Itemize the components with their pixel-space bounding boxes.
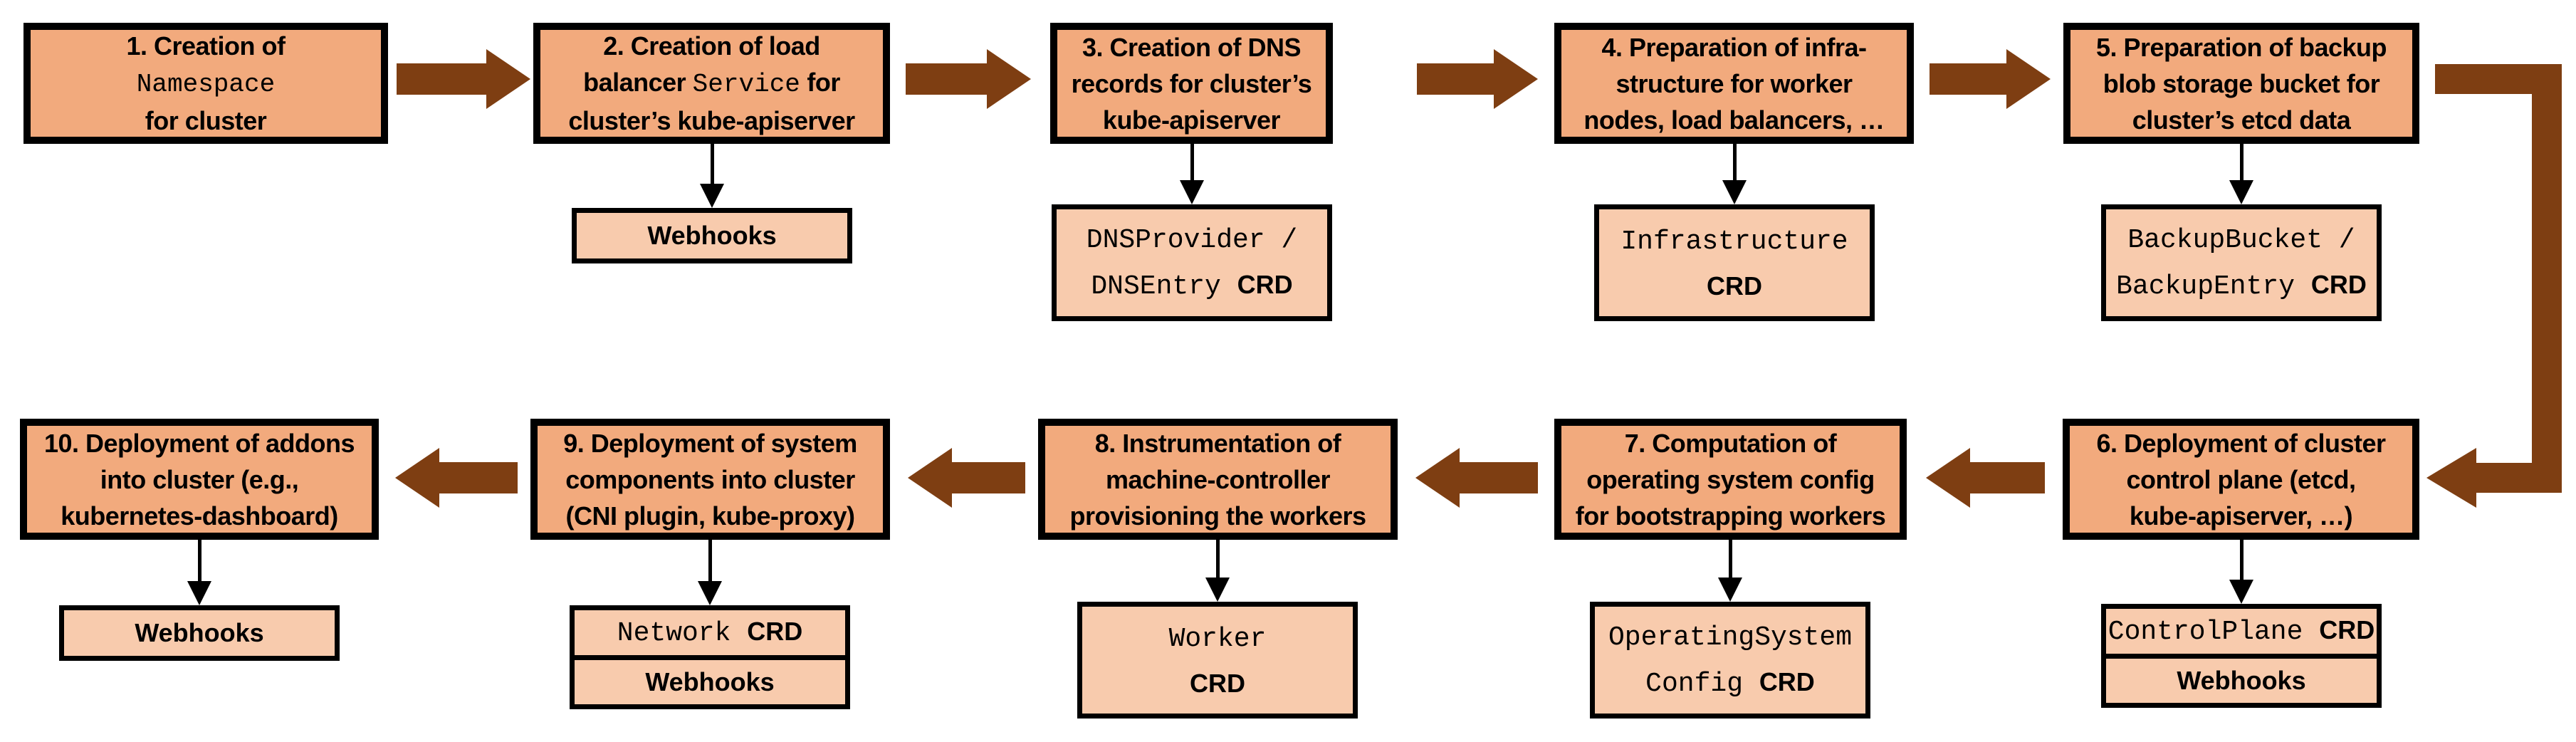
sub-arrow-step8-worker-crd xyxy=(1205,540,1230,602)
webhooks-cell-step6: Webhooks xyxy=(2106,653,2377,704)
flow-arrow-left-9-10 xyxy=(395,448,518,508)
flow-arrow-right-1-2 xyxy=(397,49,530,109)
flow-arrow-left-7-8 xyxy=(1415,448,1538,508)
flow-arrow-right-4-5 xyxy=(1930,49,2051,109)
controlplane-crd-cell: ControlPlane CRD xyxy=(2108,615,2375,647)
sub-arrow-step2-webhooks xyxy=(700,144,724,208)
sub-arrow-step6-controlplane xyxy=(2229,540,2253,604)
webhooks-box-step10: Webhooks xyxy=(59,605,340,661)
step-box-4-infrastructure-prep: 4. Preparation of infra-structure for wo… xyxy=(1554,23,1914,144)
flow-arrow-right-3-4 xyxy=(1417,49,1538,109)
sub-arrow-step7-osc-crd xyxy=(1718,540,1742,602)
flow-arrow-left-8-9 xyxy=(908,448,1025,508)
sub-arrow-step9-network-crd xyxy=(698,540,722,605)
webhooks-box-step2: Webhooks xyxy=(572,208,852,263)
sub-arrow-step4-infra-crd xyxy=(1722,144,1747,204)
flow-arrow-right-2-3 xyxy=(906,49,1031,109)
backup-crd-box: BackupBucket /BackupEntry CRD xyxy=(2101,204,2382,321)
flow-arrow-left-6-7 xyxy=(1926,448,2045,508)
sub-arrow-step3-dns-crd xyxy=(1180,144,1204,204)
network-crd-cell: Network CRD xyxy=(617,616,803,649)
webhooks-cell-step9: Webhooks xyxy=(575,654,845,705)
dns-crd-box: DNSProvider /DNSEntry CRD xyxy=(1052,204,1332,321)
sub-arrow-step10-webhooks xyxy=(187,540,211,605)
sub-arrow-step5-backup-crd xyxy=(2229,144,2253,204)
network-crd-webhooks-stack: Network CRD Webhooks xyxy=(570,605,850,709)
controlplane-crd-webhooks-stack: ControlPlane CRD Webhooks xyxy=(2101,604,2382,708)
